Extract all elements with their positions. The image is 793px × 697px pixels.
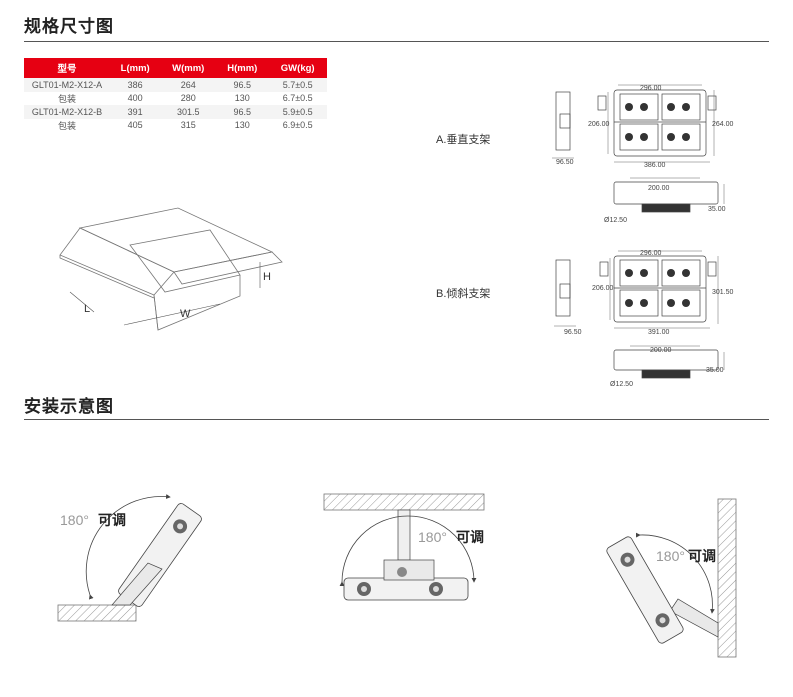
cell: 301.5: [160, 105, 217, 119]
cell: 405: [127, 120, 143, 131]
cell: 6.9±0.5: [282, 120, 313, 131]
install-wall-diagram: 180° 可调: [606, 498, 737, 658]
cell: 280: [180, 93, 196, 104]
dim-a-hole: Ø12.50: [604, 217, 627, 224]
dim-b-hole: Ø12.50: [610, 381, 633, 388]
dim-b-left: 206.00: [592, 285, 614, 292]
dim-b-right: 301.50: [712, 289, 734, 296]
cell: 130: [234, 93, 250, 104]
table-row: GLT01-M2-X12-B 391 301.5 96.5 5.9±0.5: [24, 105, 327, 119]
install-section-divider: [24, 419, 769, 420]
box-label-h: H: [263, 271, 271, 283]
dim-b-top: 296.00: [640, 250, 662, 257]
cell: 315: [180, 120, 196, 131]
spec-section-divider: [24, 41, 769, 42]
cell: 130: [234, 120, 250, 131]
bracket-a-drawing: 296.00 206.00 264.00 386.00 96.50 200.00…: [552, 84, 734, 224]
dim-a-side-view-width: 200.00: [648, 185, 670, 192]
cell: 264: [160, 78, 217, 92]
install-angle-2: 180°: [418, 529, 447, 545]
bracket-b-drawing: 296.00 206.00 301.50 391.00 96.50 200.00…: [554, 250, 734, 388]
cell: 5.7±0.5: [268, 78, 327, 92]
install-angle-3: 180°: [656, 548, 685, 564]
spec-table: 型号 L(mm) W(mm) H(mm) GW(kg) GLT01-M2-X12…: [24, 58, 327, 132]
dim-a-top: 296.00: [640, 85, 662, 92]
spec-table-header: 型号 L(mm) W(mm) H(mm) GW(kg): [24, 58, 327, 78]
cell: 96.5: [216, 105, 269, 119]
table-row: 包装 400 280 130 6.7±0.5: [24, 92, 327, 106]
header-length: L(mm): [110, 58, 161, 78]
cell: 包装: [57, 93, 76, 104]
dim-a-side: 96.50: [556, 159, 574, 166]
bracket-b-label: B.倾斜支架: [436, 288, 491, 300]
install-section-title: 安装示意图: [24, 397, 114, 416]
cell: 包装: [57, 120, 76, 131]
install-angle-1: 180°: [60, 512, 89, 528]
install-floor-diagram: 180° 可调: [57, 494, 202, 622]
cell: 5.9±0.5: [268, 105, 327, 119]
spec-section-title: 规格尺寸图: [24, 17, 114, 36]
cell: 386: [110, 78, 161, 92]
table-row: GLT01-M2-X12-A 386 264 96.5 5.7±0.5: [24, 78, 327, 92]
cell: 6.7±0.5: [282, 93, 313, 104]
dim-b-side: 96.50: [564, 329, 582, 336]
header-width: W(mm): [160, 58, 217, 78]
header-height: H(mm): [216, 58, 269, 78]
install-text-2: 可调: [456, 529, 484, 545]
cell: GLT01-M2-X12-B: [24, 105, 110, 119]
install-ceiling-diagram: 180° 可调: [323, 493, 485, 601]
table-row: 包装 405 315 130 6.9±0.5: [24, 119, 327, 133]
package-box-diagram: H L W: [59, 207, 283, 331]
dim-b-bottom: 391.00: [648, 329, 670, 336]
box-label-w: W: [180, 308, 191, 320]
dim-a-side-view-height: 35.00: [708, 206, 726, 213]
cell: 400: [127, 93, 143, 104]
cell: 391: [110, 105, 161, 119]
dim-b-side-view-width: 200.00: [650, 347, 672, 354]
dim-a-right: 264.00: [712, 121, 734, 128]
box-label-l: L: [84, 303, 90, 315]
install-text-1: 可调: [98, 512, 126, 528]
dim-a-left: 206.00: [588, 121, 610, 128]
dim-b-side-view-height: 35.00: [706, 367, 724, 374]
install-text-3: 可调: [688, 548, 716, 564]
dim-a-bottom: 386.00: [644, 162, 666, 169]
cell: GLT01-M2-X12-A: [24, 78, 110, 92]
header-weight: GW(kg): [268, 58, 327, 78]
header-model: 型号: [24, 58, 110, 78]
cell: 96.5: [216, 78, 269, 92]
bracket-a-label: A.垂直支架: [436, 134, 491, 146]
